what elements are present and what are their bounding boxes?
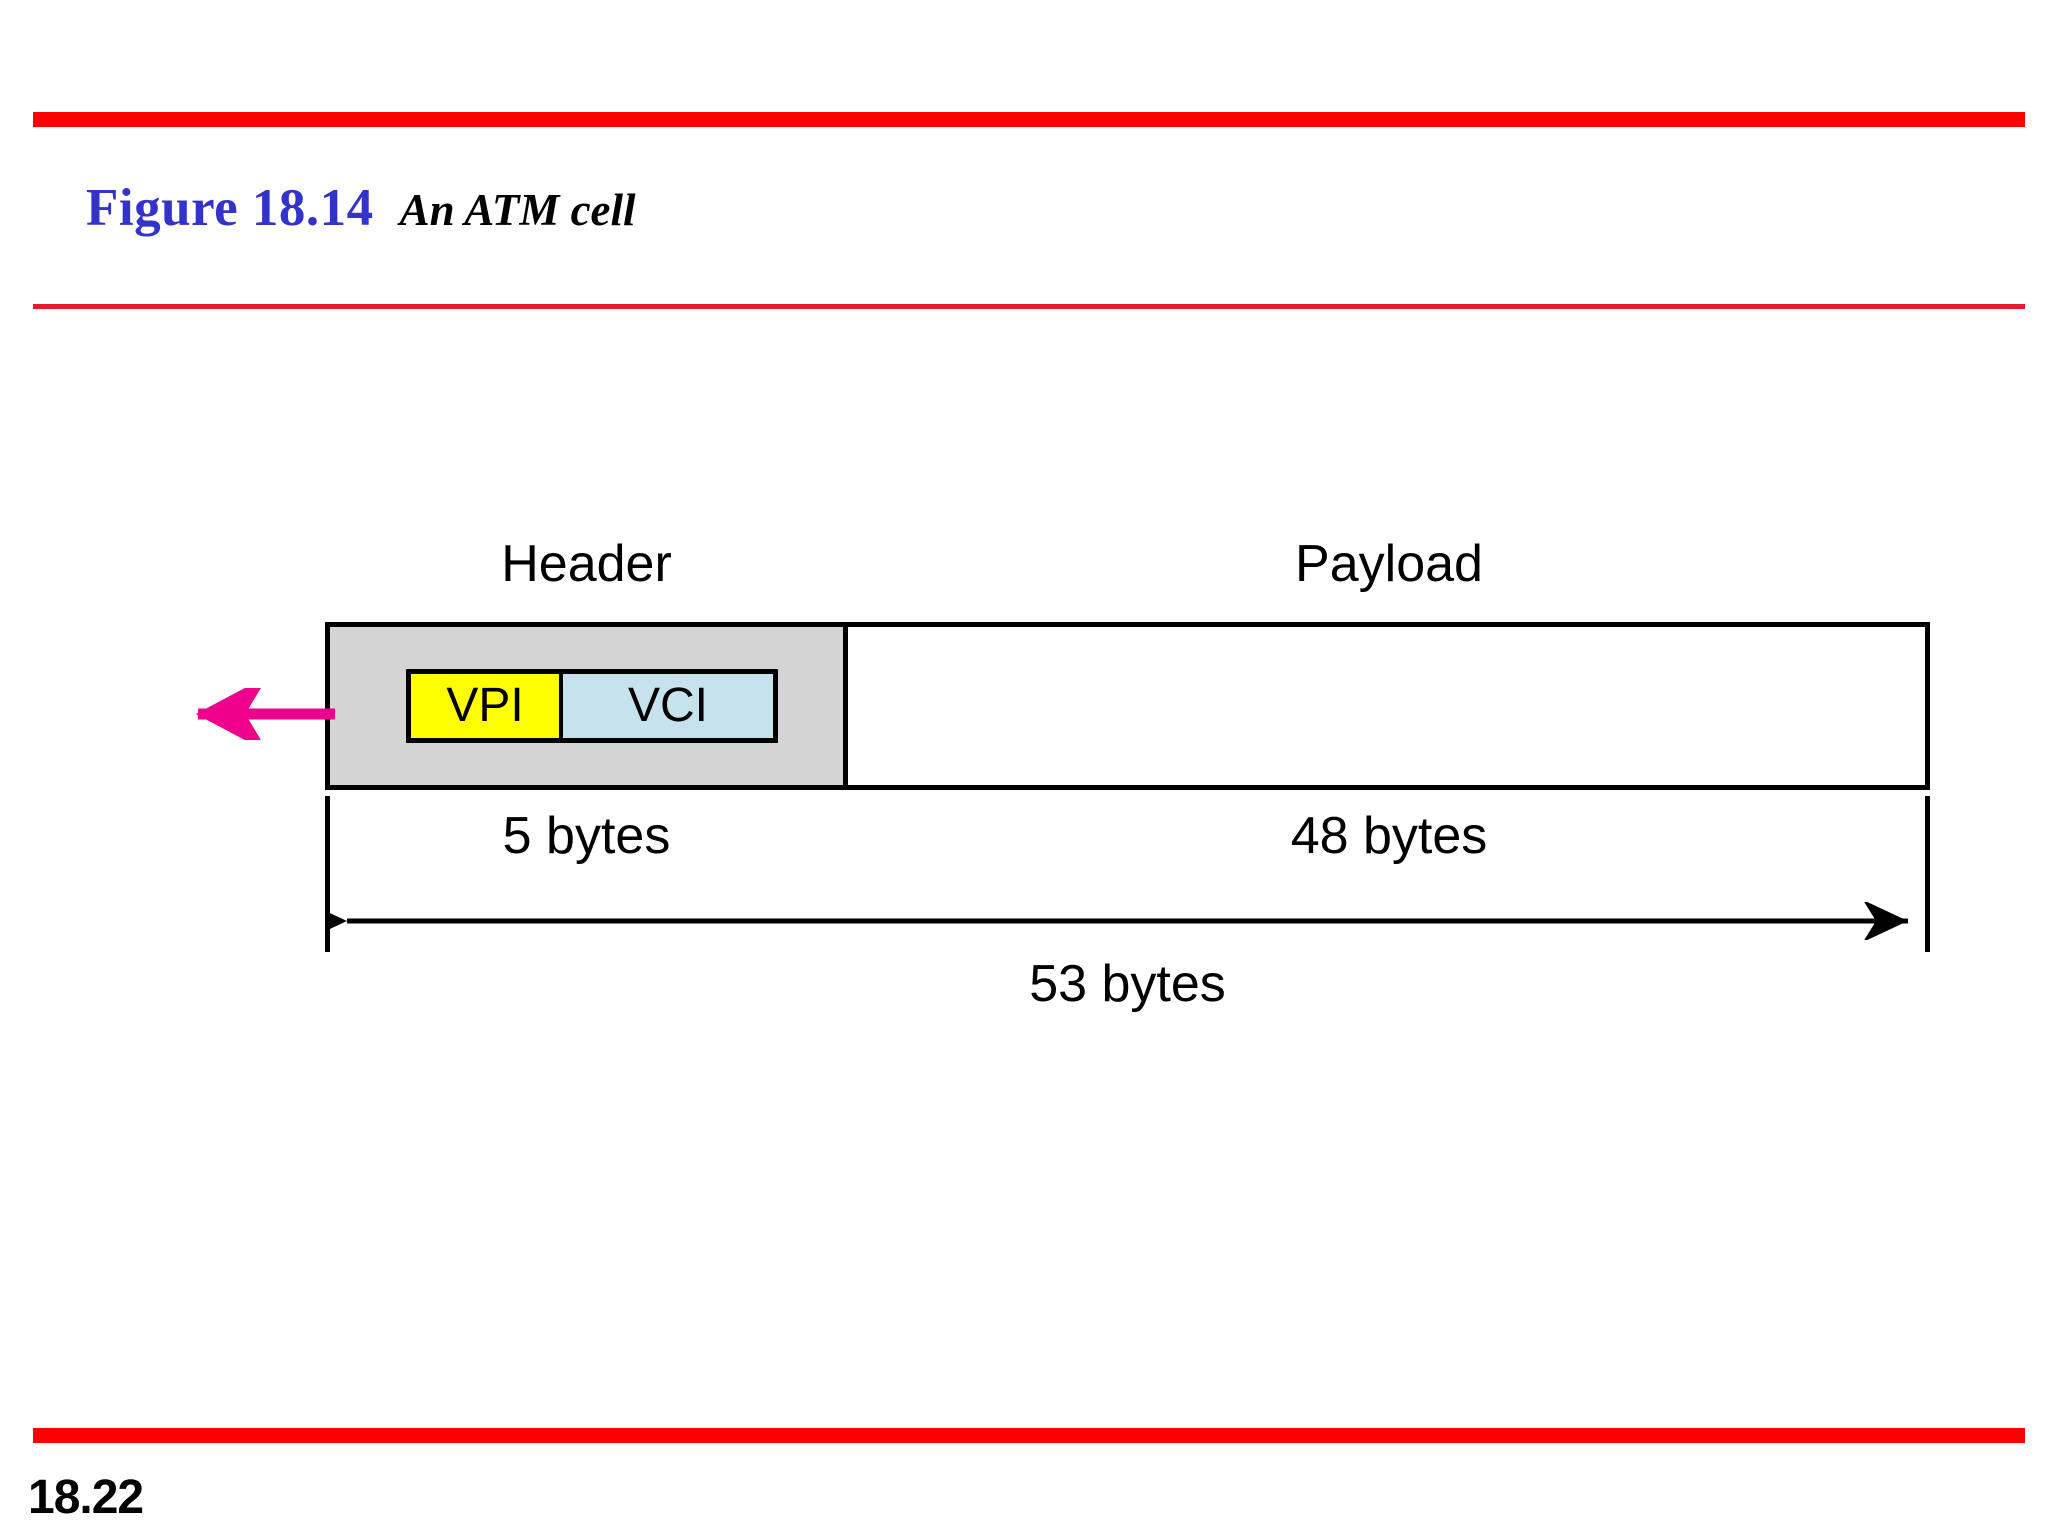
header-pointer-arrow-icon — [195, 688, 335, 740]
header-size-label: 5 bytes — [502, 807, 671, 865]
bottom-red-rule — [33, 1428, 2025, 1443]
total-size-label: 53 bytes — [1029, 955, 1226, 1013]
payload-segment-box — [848, 622, 1930, 790]
payload-segment-label: Payload — [1295, 535, 1483, 593]
vpi-field-box: VPI — [411, 674, 563, 738]
page-number: 18.22 — [28, 1471, 144, 1524]
total-length-dimension-arrow-icon — [325, 902, 1908, 940]
top-red-rule — [33, 112, 2025, 127]
dimension-tick-left — [325, 796, 330, 952]
header-segment-label: Header — [501, 535, 672, 593]
dimension-tick-right — [1925, 796, 1930, 952]
figure-title: An ATM cell — [399, 185, 636, 235]
vci-field-box: VCI — [563, 674, 773, 738]
figure-caption: Figure 18.14 An ATM cell — [86, 182, 636, 235]
payload-size-label: 48 bytes — [1290, 807, 1488, 865]
vpi-vci-field-group: VPI VCI — [406, 669, 778, 743]
caption-underline-rule — [33, 304, 2025, 309]
figure-number: Figure 18.14 — [86, 179, 374, 237]
